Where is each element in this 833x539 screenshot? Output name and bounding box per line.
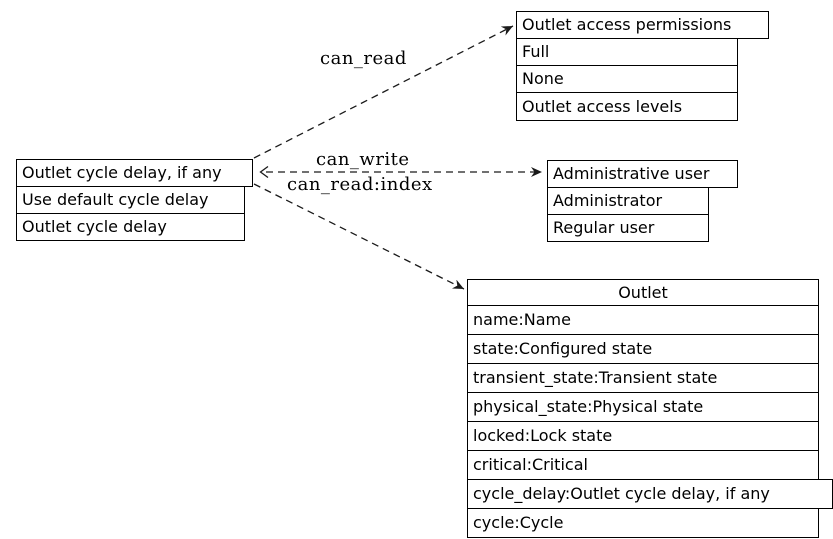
node-outlet-title: Outlet: [467, 279, 819, 306]
node-outlet-row: cycle:Cycle: [467, 508, 819, 538]
back-arrowhead-icon: [259, 165, 269, 179]
node-cycle-delay-type-row: Outlet cycle delay: [16, 213, 245, 241]
edge-label-can-write: can_write: [316, 149, 410, 170]
node-access-permissions-row: Outlet access levels: [516, 92, 738, 121]
edge-label-can-read: can_read: [320, 48, 407, 69]
node-outlet-row: physical_state:Physical state: [467, 392, 819, 422]
node-outlet-row: transient_state:Transient state: [467, 363, 819, 393]
node-outlet-row: state:Configured state: [467, 334, 819, 364]
node-admin-user-row: Regular user: [547, 214, 709, 242]
node-access-permissions-row: None: [516, 65, 738, 93]
node-cycle-delay-type-title: Outlet cycle delay, if any: [16, 159, 253, 187]
edge-can-read-line: [253, 25, 514, 159]
node-cycle-delay-type-row: Use default cycle delay: [16, 186, 245, 214]
node-admin-user-row: Administrator: [547, 187, 709, 215]
node-outlet-row: critical:Critical: [467, 450, 819, 480]
edge-can-read-index-line: [253, 183, 465, 290]
node-outlet-row: name:Name: [467, 305, 819, 335]
node-outlet-row: locked:Lock state: [467, 421, 819, 451]
edge-label-can-read-index: can_read:index: [287, 174, 433, 195]
node-outlet-row: cycle_delay:Outlet cycle delay, if any: [467, 479, 833, 509]
node-access-permissions-title: Outlet access permissions: [516, 11, 769, 39]
node-admin-user-title: Administrative user: [547, 160, 738, 188]
node-access-permissions-row: Full: [516, 38, 738, 66]
